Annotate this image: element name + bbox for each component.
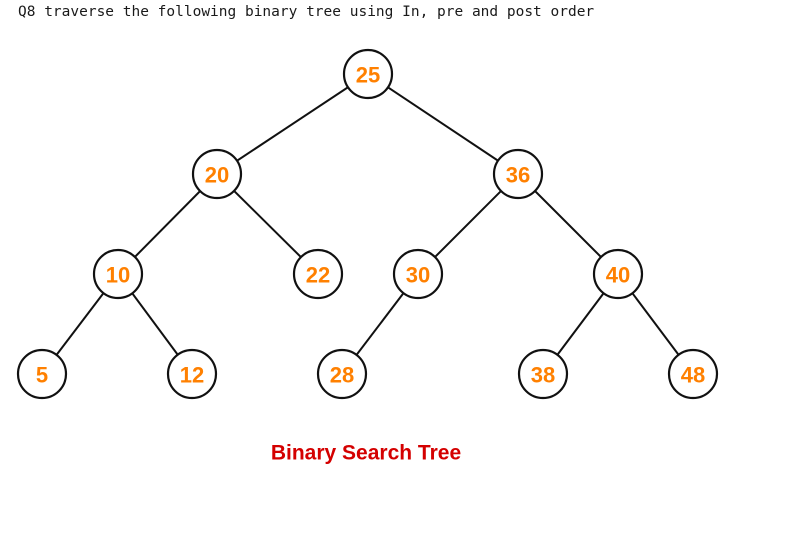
- node-circle: [166, 348, 218, 400]
- tree-node-25: 25: [342, 48, 394, 100]
- edge-n25-n20: [216, 73, 369, 175]
- node-label: 30: [406, 263, 430, 288]
- node-circle: [316, 348, 368, 400]
- node-circle: [492, 148, 544, 200]
- question-text: Q8 traverse the following binary tree us…: [18, 4, 595, 20]
- tree-node-48: 48: [667, 348, 719, 400]
- tree-node-40: 40: [592, 248, 644, 300]
- node-circle: [191, 148, 243, 200]
- tree-node-30: 30: [392, 248, 444, 300]
- node-circle: [292, 248, 344, 300]
- tree-nodes: 25 20 36 10 22 30 40 5 12 28 38 48: [16, 48, 719, 400]
- node-circle: [92, 248, 144, 300]
- node-label: 5: [36, 363, 48, 388]
- node-circle: [342, 48, 394, 100]
- node-label: 48: [681, 363, 705, 388]
- node-label: 10: [106, 263, 130, 288]
- tree-node-12: 12: [166, 348, 218, 400]
- edge-n25-n36: [367, 73, 519, 175]
- tree-node-10: 10: [92, 248, 144, 300]
- tree-node-22: 22: [292, 248, 344, 300]
- node-circle: [517, 348, 569, 400]
- tree-node-36: 36: [492, 148, 544, 200]
- tree-node-38: 38: [517, 348, 569, 400]
- node-label: 40: [606, 263, 630, 288]
- node-label: 22: [306, 263, 330, 288]
- node-circle: [667, 348, 719, 400]
- node-label: 12: [180, 363, 204, 388]
- tree-node-28: 28: [316, 348, 368, 400]
- node-label: 25: [356, 63, 380, 88]
- tree-edges: [41, 73, 694, 375]
- diagram-caption: Binary Search Tree: [271, 442, 461, 465]
- node-label: 36: [506, 163, 530, 188]
- tree-node-20: 20: [191, 148, 243, 200]
- node-circle: [16, 348, 68, 400]
- tree-node-5: 5: [16, 348, 68, 400]
- node-circle: [392, 248, 444, 300]
- node-circle: [592, 248, 644, 300]
- node-label: 20: [205, 163, 229, 188]
- node-label: 38: [531, 363, 555, 388]
- node-label: 28: [330, 363, 354, 388]
